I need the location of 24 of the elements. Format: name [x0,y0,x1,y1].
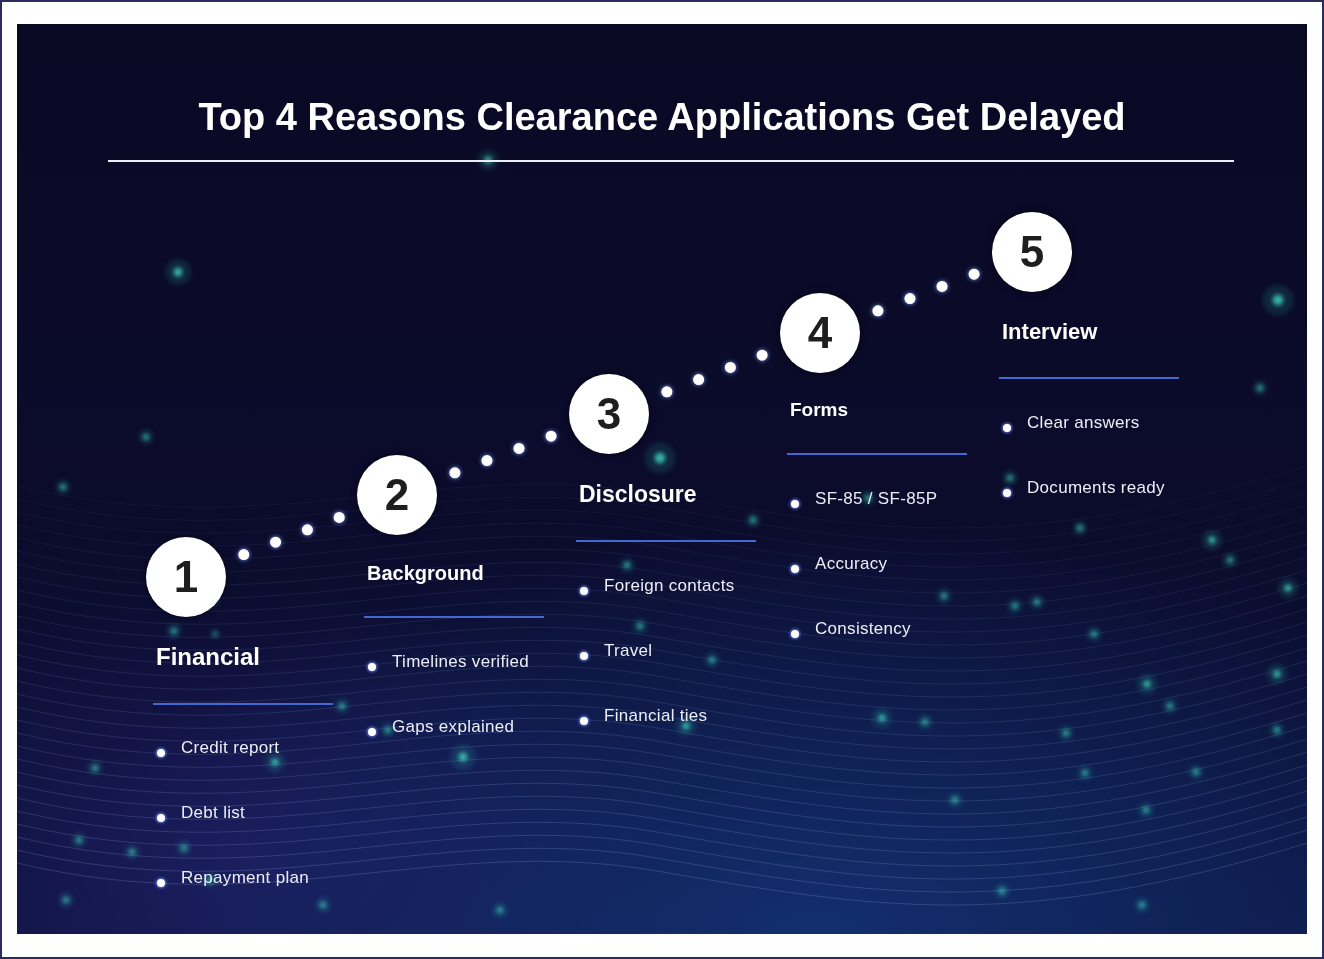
list-item: Consistency [815,618,911,640]
list-item: Debt list [181,802,246,824]
list-item: Gaps explained [392,716,515,738]
list-item: Credit report [181,737,280,759]
list-item: Accuracy [815,553,888,575]
list-item: Clear answers [1027,412,1140,434]
step-heading: Disclosure [579,481,697,509]
step-heading: Interview [1002,318,1098,346]
list-item: Repayment plan [181,867,309,889]
step-number: 4 [807,311,833,355]
step-number: 1 [173,555,199,599]
list-item: Foreign contacts [604,575,735,597]
step-heading: Background [367,561,484,585]
list-item: SF-85 / SF-85P [815,488,938,510]
list-item: Financial ties [604,705,708,727]
step-heading: Financial [156,642,261,672]
list-item: Timelines verified [392,651,530,673]
step-heading: Forms [790,398,849,422]
title: Top 4 Reasons Clearance Applications Get Delayed [198,95,1126,140]
step-number: 2 [384,473,410,517]
list-item: Travel [604,640,653,662]
step-number: 3 [596,392,622,436]
step-number: 5 [1019,230,1045,274]
list-item: Documents ready [1027,477,1165,499]
